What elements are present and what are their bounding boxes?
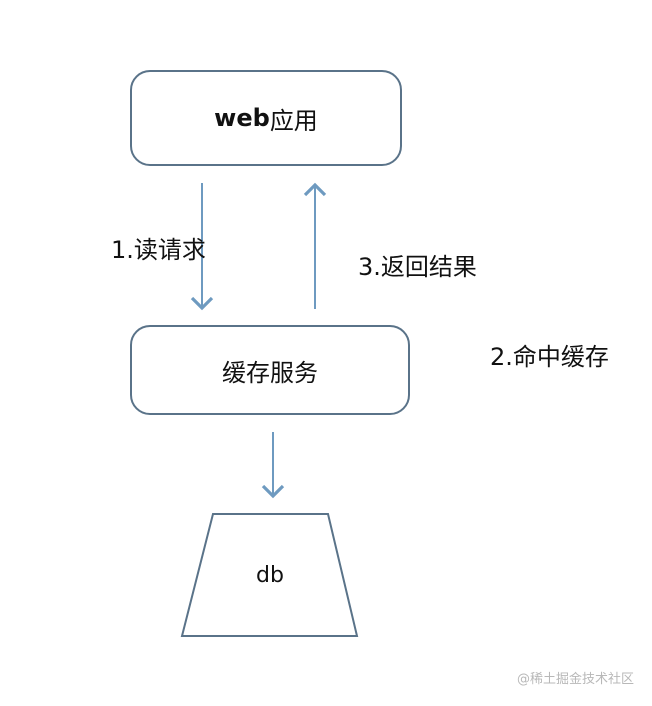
read-request-label: 1.读请求	[111, 236, 206, 264]
cache-service-label: 缓存服务	[222, 358, 318, 387]
web-app-label-bold: web	[214, 104, 270, 132]
web-app-label-rest: 应用	[269, 106, 318, 135]
watermark: @稀土掘金技术社区	[516, 672, 634, 687]
return-result-label: 3.返回结果	[358, 253, 477, 281]
cache-hit-label: 2.命中缓存	[490, 343, 609, 371]
cache-service-node: 缓存服务	[130, 325, 410, 415]
db-node-label: db	[256, 562, 284, 588]
db-trapezoid	[180, 513, 359, 637]
